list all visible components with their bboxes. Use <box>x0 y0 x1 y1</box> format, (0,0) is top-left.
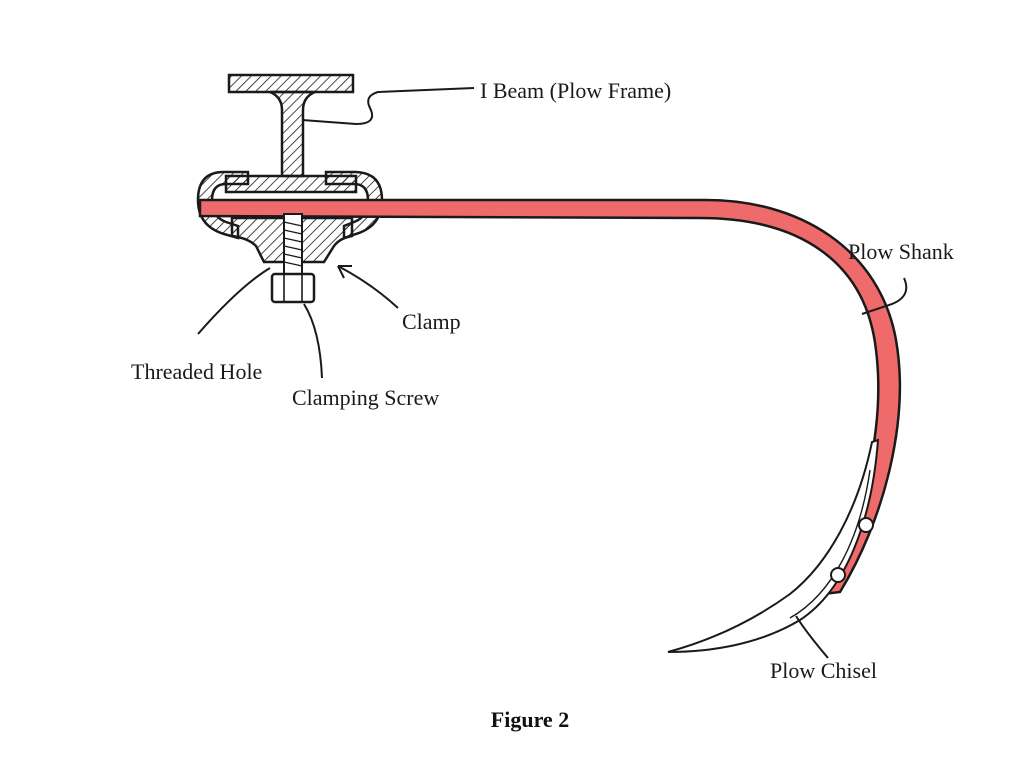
chisel-bolt-lower <box>830 567 846 583</box>
leader-clamping-screw <box>303 303 323 379</box>
leader-plow-chisel <box>795 615 829 659</box>
leader-clamp <box>337 265 399 309</box>
label-plow-shank: Plow Shank <box>848 239 954 264</box>
plow-chisel-blade <box>667 438 880 653</box>
label-plow-chisel: Plow Chisel <box>770 658 877 683</box>
label-clamping-screw: Clamping Screw <box>292 385 440 410</box>
label-clamp: Clamp <box>402 309 461 334</box>
label-threaded-hole: Threaded Hole <box>131 359 263 384</box>
clamping-screw-head <box>270 272 316 304</box>
label-i-beam: I Beam (Plow Frame) <box>480 78 672 103</box>
leader-threaded-hole <box>197 267 271 335</box>
leader-i-beam <box>301 87 475 126</box>
leader-plow-shank <box>861 277 908 315</box>
i-beam-web <box>269 90 316 178</box>
plow-chisel <box>667 438 880 653</box>
leader-lines <box>197 87 908 659</box>
clamping-screw <box>270 213 316 304</box>
figure-caption: Figure 2 <box>490 707 570 732</box>
chisel-bolt-upper <box>858 517 874 533</box>
leader-clamp-arrowhead <box>337 265 352 279</box>
i-beam <box>224 73 358 194</box>
i-beam-top-flange <box>227 73 355 94</box>
